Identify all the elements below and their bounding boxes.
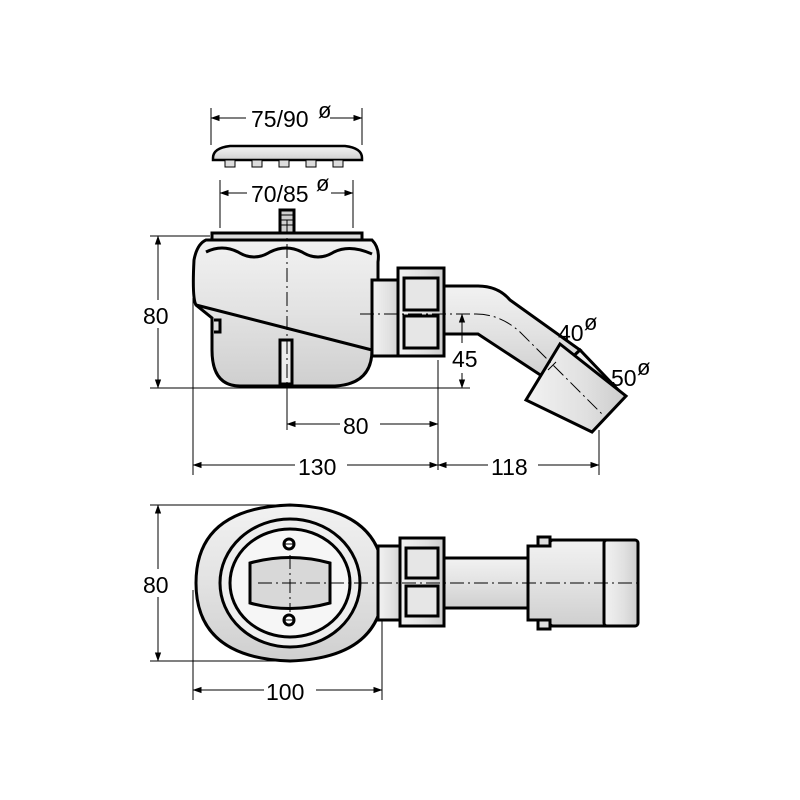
dimension-plate-diameter-label: 70/85 bbox=[251, 181, 309, 207]
dimension-pipe-50-label: 50 bbox=[611, 365, 637, 391]
dimension-plan-length: 100 bbox=[192, 590, 383, 705]
dimension-height-side: 80 bbox=[140, 235, 470, 389]
plan-outlet bbox=[376, 535, 640, 631]
dimension-pipe-40-label: 40 bbox=[558, 320, 584, 346]
dimension-outlet-height-label: 45 bbox=[452, 346, 478, 372]
dimension-plan-width: 80 bbox=[140, 504, 288, 662]
dimension-cap-diameter: 75/90 ø bbox=[210, 98, 363, 145]
diameter-symbol: ø bbox=[584, 310, 597, 335]
side-elevation-view: 75/90 ø 70/85 ø bbox=[140, 98, 650, 480]
diameter-symbol: ø bbox=[316, 171, 329, 196]
diameter-symbol: ø bbox=[318, 98, 331, 123]
dimension-plan-length-label: 100 bbox=[266, 679, 304, 705]
cover-cap bbox=[211, 144, 364, 168]
plan-centerlines bbox=[258, 555, 640, 612]
outlet-elbow bbox=[370, 266, 629, 434]
dimension-outlet-height: 45 bbox=[450, 313, 480, 389]
dimension-overall-length-label: 130 bbox=[298, 454, 336, 480]
dimension-outlet-offset: 80 bbox=[286, 360, 439, 470]
side-centerlines bbox=[286, 220, 605, 417]
dimension-overall: 130 118 bbox=[192, 298, 600, 480]
dimension-plate-diameter: 70/85 ø bbox=[219, 171, 354, 228]
dimension-pipe-diameters: 40 ø 50 ø bbox=[558, 310, 650, 391]
diameter-symbol: ø bbox=[637, 355, 650, 380]
dimension-outlet-length-label: 118 bbox=[491, 454, 528, 480]
dimension-outlet-offset-label: 80 bbox=[343, 413, 369, 439]
plan-view: 80 100 bbox=[140, 503, 640, 705]
dimension-height-side-label: 80 bbox=[143, 303, 169, 329]
dimension-cap-diameter-label: 75/90 bbox=[251, 106, 309, 132]
dimension-plan-width-label: 80 bbox=[143, 572, 169, 598]
trap-body bbox=[191, 208, 380, 388]
